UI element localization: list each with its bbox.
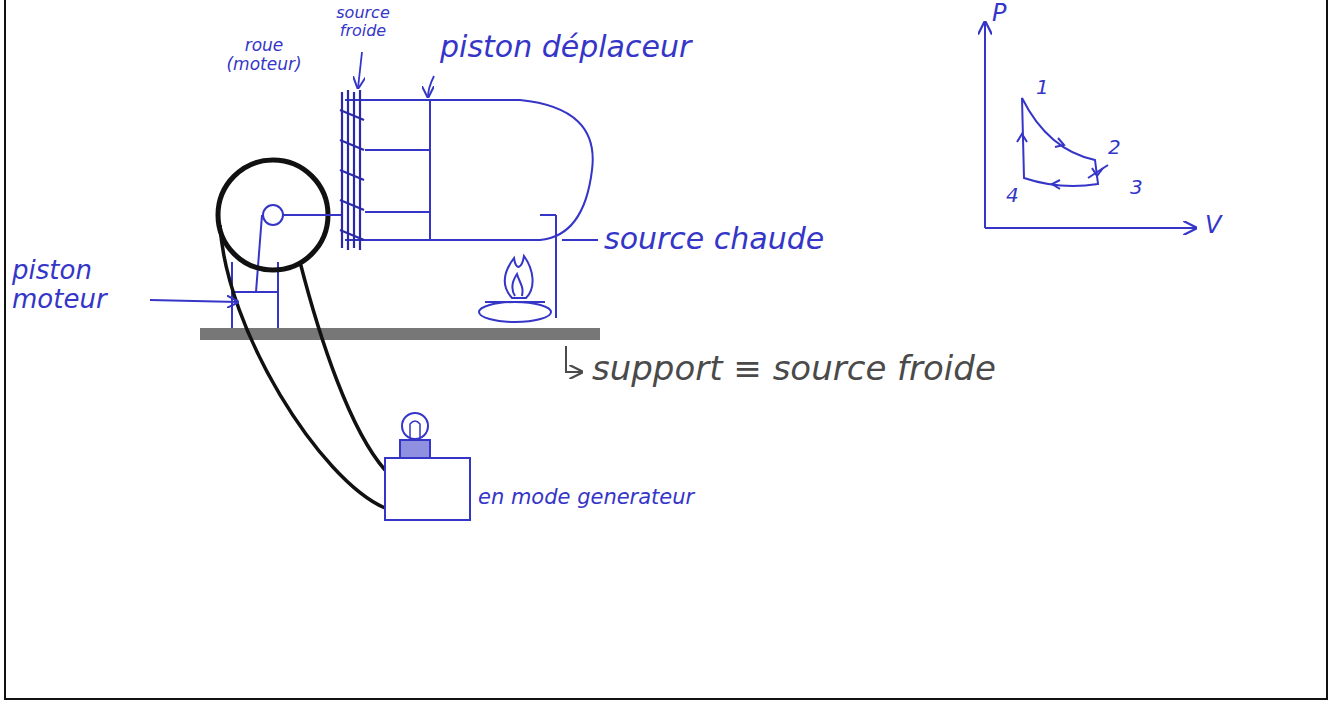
belt xyxy=(220,225,385,508)
lamp-filament xyxy=(410,421,420,438)
pv-cycle xyxy=(1017,98,1108,189)
state-number: 4 xyxy=(1006,184,1019,206)
wheel-axle xyxy=(263,205,283,225)
axis-label: V xyxy=(1205,212,1221,238)
frame xyxy=(5,0,1327,699)
wheel-label: roue (moteur) xyxy=(222,36,306,73)
pv-axes xyxy=(985,22,1196,228)
hot-source-label: source chaude xyxy=(604,222,824,255)
hook-arrow xyxy=(566,346,582,372)
support-bar xyxy=(200,328,600,340)
state-number: 3 xyxy=(1130,176,1143,198)
generator-box xyxy=(385,458,470,520)
connecting-rod xyxy=(283,214,342,216)
generator-label: en mode generateur xyxy=(478,486,694,509)
cold-fins xyxy=(340,90,364,250)
leader-lines xyxy=(150,52,598,302)
lamp-bulb xyxy=(402,413,428,439)
state-number: 1 xyxy=(1036,76,1049,98)
cold-source-label: source froide xyxy=(326,4,400,39)
burner xyxy=(479,215,556,322)
support-note: support ≡ source froide xyxy=(592,350,996,387)
lamp-socket xyxy=(400,440,430,458)
state-number: 2 xyxy=(1108,136,1121,158)
displacer-label: piston déplaceur xyxy=(440,30,691,63)
axis-label: P xyxy=(992,0,1006,26)
power-piston-label: piston moteur xyxy=(12,256,142,313)
